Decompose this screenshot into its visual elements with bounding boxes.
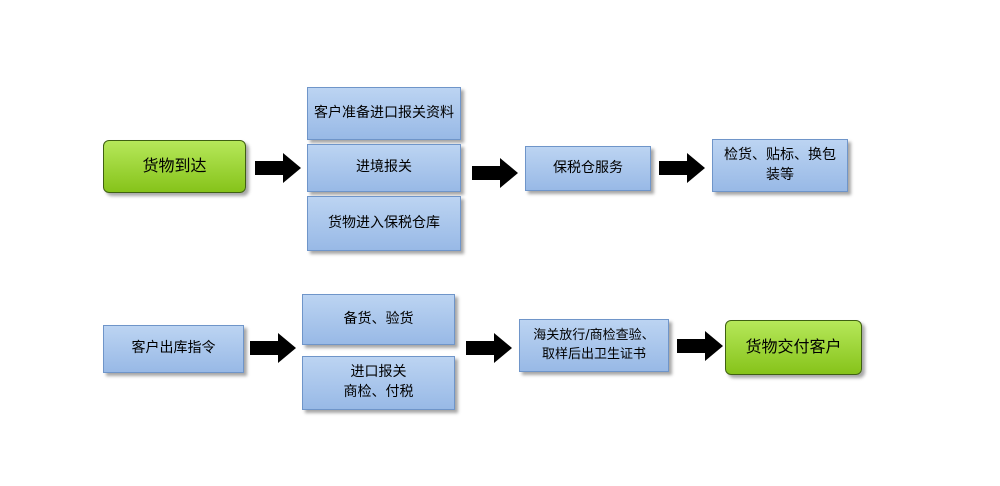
prepare-documents-label: 客户准备进口报关资料 [314,104,454,121]
goods-delivered-label: 货物交付客户 [745,337,842,357]
arrow-right-icon [255,153,301,183]
inspection-labeling-box: 检货、贴标、换包 装等 [712,139,848,192]
enter-bonded-warehouse-label: 货物进入保税仓库 [328,214,440,231]
goods-arrival-label: 货物到达 [142,156,207,176]
customer-release-order-box: 客户出库指令 [103,325,244,373]
import-declaration-box: 进境报关 [307,144,461,192]
customs-release-line2: 取样后出卫生证书 [541,346,646,362]
arrow-right-icon [659,153,705,183]
prepare-documents-box: 客户准备进口报关资料 [307,87,461,140]
bonded-warehouse-service-label: 保税仓服务 [553,159,623,176]
arrow-right-icon [677,331,723,361]
prepare-inspect-goods-label: 备货、验货 [343,310,414,327]
arrow-right-icon [250,333,296,363]
arrow-right-icon [472,158,518,188]
goods-delivered-box: 货物交付客户 [725,320,862,375]
customer-release-order-label: 客户出库指令 [131,340,216,357]
inspection-labeling-line2: 装等 [766,166,794,183]
enter-bonded-warehouse-box: 货物进入保税仓库 [307,196,461,251]
import-declaration-label: 进境报关 [356,159,412,176]
inspection-tax-line: 商检、付税 [343,384,414,400]
inspection-labeling-line1: 检货、贴标、换包 [724,146,836,163]
bonded-warehouse-service-box: 保税仓服务 [525,146,651,191]
arrow-right-icon [466,333,512,363]
import-customs-tax-box: 进口报关 商检、付税 [302,356,455,410]
goods-arrival-box: 货物到达 [103,140,246,193]
customs-release-box: 海关放行/商检查验、 取样后出卫生证书 [519,319,669,372]
prepare-inspect-goods-box: 备货、验货 [302,294,455,345]
import-customs-line: 进口报关 [350,364,407,381]
customs-release-line1: 海关放行/商检查验、 [533,328,655,344]
